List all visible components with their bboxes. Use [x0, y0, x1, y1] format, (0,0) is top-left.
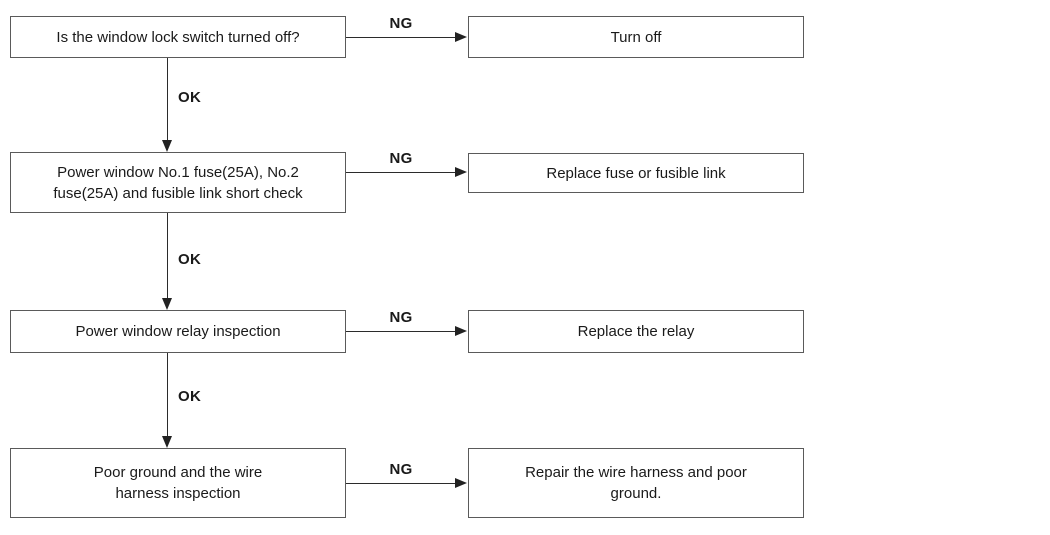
action-box-replace-relay: Replace the relay [468, 310, 804, 353]
ok-arrowhead-icon-3 [162, 436, 172, 448]
ng-label-1: NG [389, 15, 413, 32]
action-box-turn-off: Turn off [468, 16, 804, 58]
ng-label-2: NG [389, 150, 413, 167]
ng-label-4: NG [389, 461, 413, 478]
ng-arrowhead-icon-3 [455, 326, 467, 336]
ng-arrowhead-icon-1 [455, 32, 467, 42]
ok-label-2: OK [178, 251, 202, 268]
ng-label-3: NG [389, 309, 413, 326]
ng-arrow-line-4 [346, 483, 455, 484]
step-box-fuse-check: Power window No.1 fuse(25A), No.2 fuse(2… [10, 152, 346, 213]
ng-arrowhead-icon-2 [455, 167, 467, 177]
ok-arrow-line-3 [167, 353, 168, 436]
step-box-relay-inspection: Power window relay inspection [10, 310, 346, 353]
ng-arrow-line-2 [346, 172, 455, 173]
action-box-replace-fuse: Replace fuse or fusible link [468, 153, 804, 193]
action-box-repair-harness: Repair the wire harness and poor ground. [468, 448, 804, 518]
ok-label-1: OK [178, 89, 202, 106]
ng-arrow-line-3 [346, 331, 455, 332]
step-box-ground-harness-inspection: Poor ground and the wire harness inspect… [10, 448, 346, 518]
ng-arrow-line-1 [346, 37, 455, 38]
ok-label-3: OK [178, 388, 202, 405]
ng-arrowhead-icon-4 [455, 478, 467, 488]
step-box-window-lock-switch: Is the window lock switch turned off? [10, 16, 346, 58]
ok-arrowhead-icon-1 [162, 140, 172, 152]
ok-arrow-line-1 [167, 58, 168, 141]
ok-arrowhead-icon-2 [162, 298, 172, 310]
ok-arrow-line-2 [167, 213, 168, 298]
